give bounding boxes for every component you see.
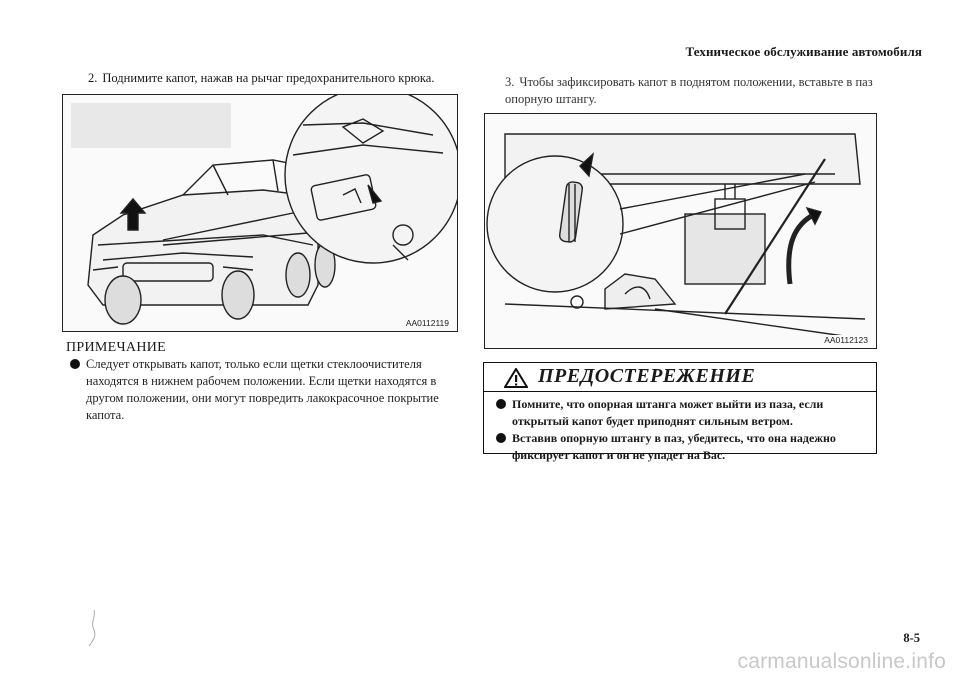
step-3-number: 3. — [505, 75, 515, 89]
watermark: carmanualsonline.info — [737, 650, 946, 673]
figure-code: AA0112119 — [403, 318, 451, 328]
warning-title: ПРЕДОСТЕРЕЖЕНИЕ — [538, 365, 756, 387]
warning-body: Помните, что опорная штанга может выйти … — [496, 396, 868, 464]
note-body: Следует открывать капот, только если щет… — [70, 356, 462, 424]
section-title: Техническое обслуживание автомобиля — [685, 44, 922, 59]
bullet-icon — [70, 359, 80, 369]
note-item: Следует открывать капот, только если щет… — [70, 356, 462, 424]
warning-header: ПРЕДОСТЕРЕЖЕНИЕ — [484, 363, 876, 392]
step-2-text: Поднимите капот, нажав на рычаг предохра… — [102, 71, 435, 85]
note-item-text: Следует открывать капот, только если щет… — [86, 357, 439, 422]
warning-item: Вставив опорную штангу в паз, убедитесь,… — [496, 430, 868, 464]
warning-triangle-icon — [504, 368, 528, 388]
bullet-icon — [496, 399, 506, 409]
figure-code: AA0112123 — [822, 335, 870, 345]
note-heading: ПРИМЕЧАНИЕ — [66, 340, 166, 355]
page-number: 8-5 — [903, 631, 920, 645]
step-2: 2. Поднимите капот, нажав на рычаг предох… — [88, 70, 434, 87]
figure-support-rod: AA0112123 — [484, 113, 877, 349]
step-3-text: Чтобы зафиксировать капот в поднятом пол… — [505, 75, 873, 106]
warning-box: ПРЕДОСТЕРЕЖЕНИЕ Помните, что опорная шта… — [483, 362, 877, 462]
bullet-icon — [496, 433, 506, 443]
figure-hood-release: AA0112119 — [62, 94, 458, 332]
hood-release-lever-illustration — [71, 95, 457, 325]
warning-item-text: Помните, что опорная штанга может выйти … — [512, 397, 824, 428]
step-3: 3.Чтобы зафиксировать капот в поднятом п… — [505, 74, 885, 108]
pen-mark-decoration — [88, 609, 96, 647]
warning-item: Помните, что опорная штанга может выйти … — [496, 396, 868, 430]
hood-support-rod-illustration — [486, 133, 866, 340]
warning-item-text: Вставив опорную штангу в паз, убедитесь,… — [512, 431, 836, 462]
step-2-number: 2. — [88, 71, 98, 85]
